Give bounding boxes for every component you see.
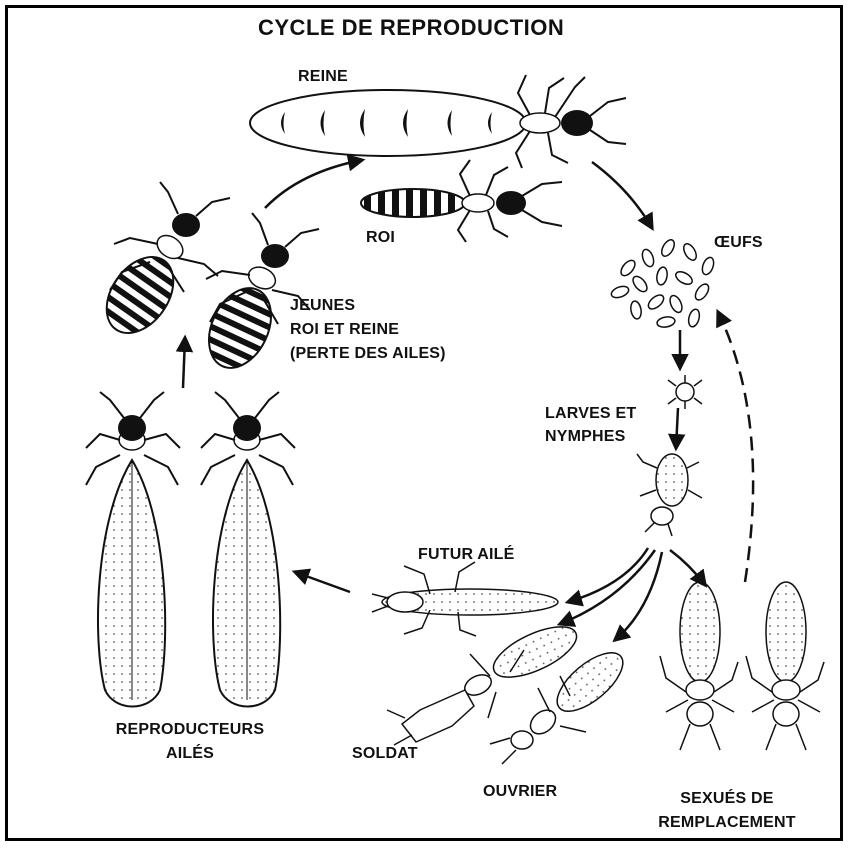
future-winged-nymph	[372, 562, 558, 636]
arrow-nymph-to-replacement	[670, 550, 705, 585]
winged-reproductive-left	[86, 392, 180, 707]
arrow-young-to-queen	[265, 160, 362, 208]
soldier-termite	[387, 617, 583, 745]
label-jeunes-line3: (PERTE DES AILES)	[290, 344, 446, 363]
replacement-sexual-left	[660, 582, 738, 750]
label-jeunes-line1: JEUNES	[290, 296, 355, 315]
arrow-larvae-to-nymph	[676, 408, 678, 448]
arrow-replacement-to-eggs	[718, 312, 753, 582]
label-futur-aile: FUTUR AILÉ	[418, 545, 515, 564]
eggs-cluster	[610, 238, 716, 329]
replacement-sexual-right	[746, 582, 824, 750]
nymph	[637, 454, 702, 536]
label-reproducteurs-line1: REPRODUCTEURS	[84, 720, 296, 739]
label-soldat: SOLDAT	[352, 744, 418, 763]
label-sexues-line2: REMPLACEMENT	[622, 813, 832, 832]
label-roi: ROI	[366, 228, 395, 247]
arrow-future-winged-to-winged	[295, 572, 350, 592]
label-ouvrier: OUVRIER	[483, 782, 557, 801]
arrow-winged-to-young	[183, 338, 185, 388]
arrow-queen-to-eggs	[592, 162, 652, 228]
diagram-title: CYCLE DE REPRODUCTION	[258, 15, 564, 41]
larva	[668, 375, 702, 409]
label-larves-line2: NYMPHES	[545, 427, 626, 446]
winged-reproductive-right	[201, 392, 295, 707]
label-reproducteurs-line2: AILÉS	[84, 744, 296, 763]
label-sexues-line1: SEXUÉS DE	[622, 789, 832, 808]
label-oeufs: ŒUFS	[714, 233, 763, 252]
label-reine: REINE	[298, 67, 348, 86]
label-larves-line1: LARVES ET	[545, 404, 636, 423]
arrow-nymph-to-worker	[615, 552, 662, 640]
queen-termite	[250, 75, 626, 168]
label-jeunes-line2: ROI ET REINE	[290, 320, 399, 339]
